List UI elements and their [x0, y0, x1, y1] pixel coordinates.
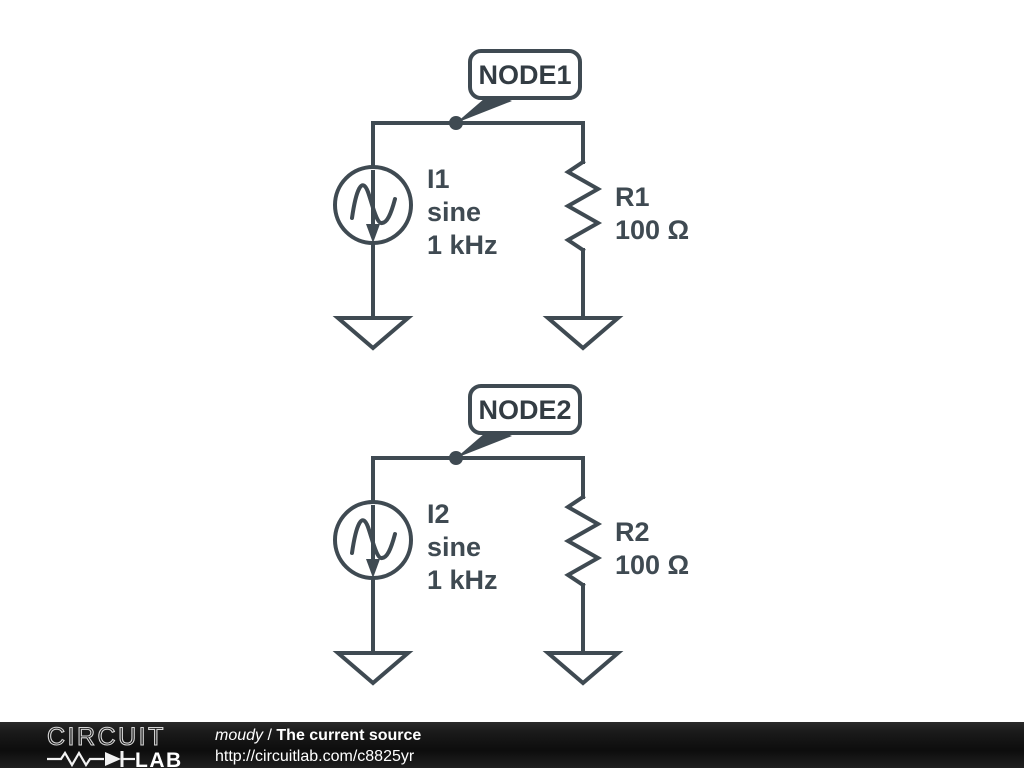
project-title: The current source: [276, 727, 422, 744]
ground-icon-2b: [542, 651, 624, 686]
logo-diode-icon: [105, 751, 135, 767]
logo-word-lab: LAB: [135, 749, 183, 767]
resistor-name-1: R1: [615, 182, 650, 212]
ground-icon-1a: [332, 316, 414, 351]
resistor-icon-1: [563, 159, 603, 253]
resistor-icon-2: [563, 494, 603, 588]
circuitlab-logo[interactable]: CIRCUIT LAB: [47, 723, 197, 767]
source-type-2: sine: [427, 532, 481, 562]
node-label-box-2[interactable]: [468, 384, 582, 435]
source-frequency-2: 1 kHz: [427, 565, 498, 595]
project-url[interactable]: http://circuitlab.com/c8825yr: [215, 748, 415, 765]
circuit-1: NODE1 I1 sine 1 kHz R1 100 Ω: [332, 49, 689, 351]
ground-icon-2a: [332, 651, 414, 686]
credit-block: moudy / The current source http://circui…: [215, 725, 421, 767]
node-label-text-2: NODE2: [478, 395, 571, 425]
source-name-2: I2: [427, 499, 450, 529]
credit-line: moudy / The current source: [215, 725, 421, 746]
source-name-1: I1: [427, 164, 450, 194]
credit-separator: /: [267, 727, 272, 744]
resistor-name-2: R2: [615, 517, 650, 547]
source-frequency-1: 1 kHz: [427, 230, 498, 260]
resistor-value-2: 100 Ω: [615, 550, 689, 580]
node-label-text-1: NODE1: [478, 60, 571, 90]
logo-resistor-icon: [47, 750, 104, 767]
footer-bar: CIRCUIT LAB moudy / The current source h…: [0, 722, 1024, 768]
ground-icon-1b: [542, 316, 624, 351]
circuit-2: NODE2 I2 sine 1 kHz R2 100 Ω: [332, 384, 689, 686]
author-name: moudy: [215, 727, 264, 744]
logo-word-circuit: CIRCUIT: [47, 723, 166, 751]
current-arrow-head-1: [366, 224, 380, 243]
source-type-1: sine: [427, 197, 481, 227]
circuit-schematic: NODE1 I1 sine 1 kHz R1 100 Ω: [332, 49, 689, 686]
current-arrow-head-2: [366, 559, 380, 578]
node-label-box-1[interactable]: [468, 49, 582, 100]
resistor-value-1: 100 Ω: [615, 215, 689, 245]
schematic-canvas: NODE1 I1 sine 1 kHz R1 100 Ω: [332, 49, 690, 686]
